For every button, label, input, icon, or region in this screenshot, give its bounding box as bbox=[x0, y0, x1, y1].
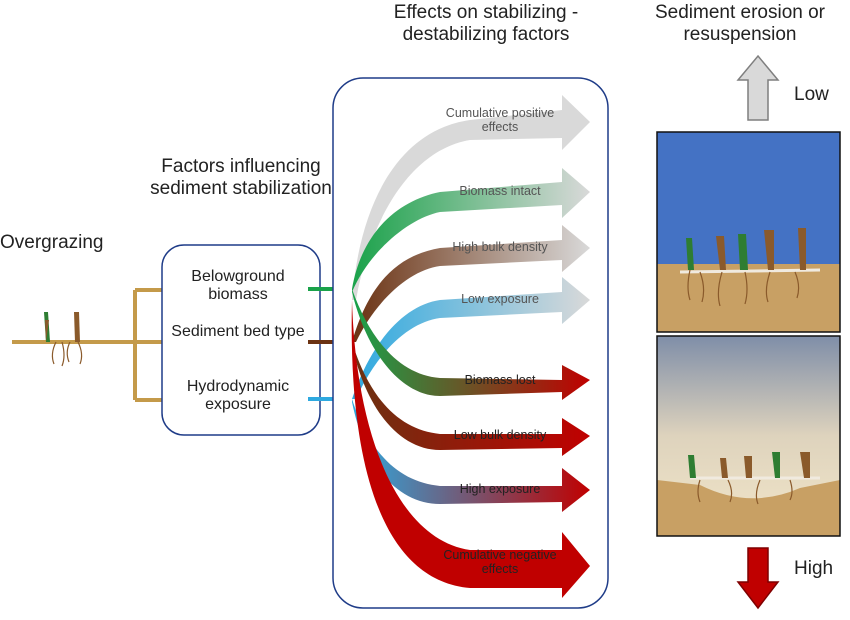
factors-title: Factors influencing sediment stabilizati… bbox=[150, 156, 332, 199]
erosion-high-label: High bbox=[794, 558, 834, 579]
overgrazing-label: Overgrazing bbox=[0, 232, 104, 253]
arrow-biomass-lost bbox=[352, 289, 590, 400]
overgrazed-plant-illustration bbox=[12, 288, 165, 402]
effects-title: Effects on stabilizing - destabilizing f… bbox=[393, 2, 579, 45]
arrow-cumulative-positive bbox=[352, 95, 590, 300]
low-erosion-panel bbox=[656, 131, 841, 333]
label-biomass-lost: Biomass lost bbox=[464, 373, 536, 387]
label-low-bulk-density: Low bulk density bbox=[453, 428, 547, 442]
label-low-exposure: Low exposure bbox=[461, 292, 539, 306]
factor-hydrodynamic-exposure: Hydrodynamic exposure bbox=[186, 378, 290, 414]
arrow-cumulative-negative bbox=[351, 300, 590, 598]
erosion-title: Sediment erosion or resuspension bbox=[654, 2, 826, 45]
arrow-biomass-intact bbox=[352, 168, 590, 292]
label-high-bulk-density: High bulk density bbox=[452, 240, 548, 254]
arrow-low-bulk-density bbox=[352, 342, 590, 456]
label-biomass-intact: Biomass intact bbox=[459, 184, 541, 198]
high-erosion-panel bbox=[656, 335, 841, 537]
label-high-exposure: High exposure bbox=[459, 482, 541, 496]
down-arrow-icon bbox=[736, 547, 780, 610]
arrow-high-bulk-density bbox=[352, 225, 590, 342]
erosion-low-label: Low bbox=[794, 84, 829, 105]
arrow-high-exposure bbox=[352, 399, 590, 512]
factor-sediment-bed-type: Sediment bed type bbox=[171, 323, 305, 340]
label-cumulative-positive: Cumulative positive effects bbox=[445, 106, 555, 135]
label-cumulative-negative: Cumulative negative effects bbox=[443, 548, 557, 577]
factor-belowground-biomass: Belowground biomass bbox=[191, 268, 285, 304]
up-arrow-icon bbox=[736, 54, 780, 121]
arrow-low-exposure bbox=[352, 277, 590, 399]
